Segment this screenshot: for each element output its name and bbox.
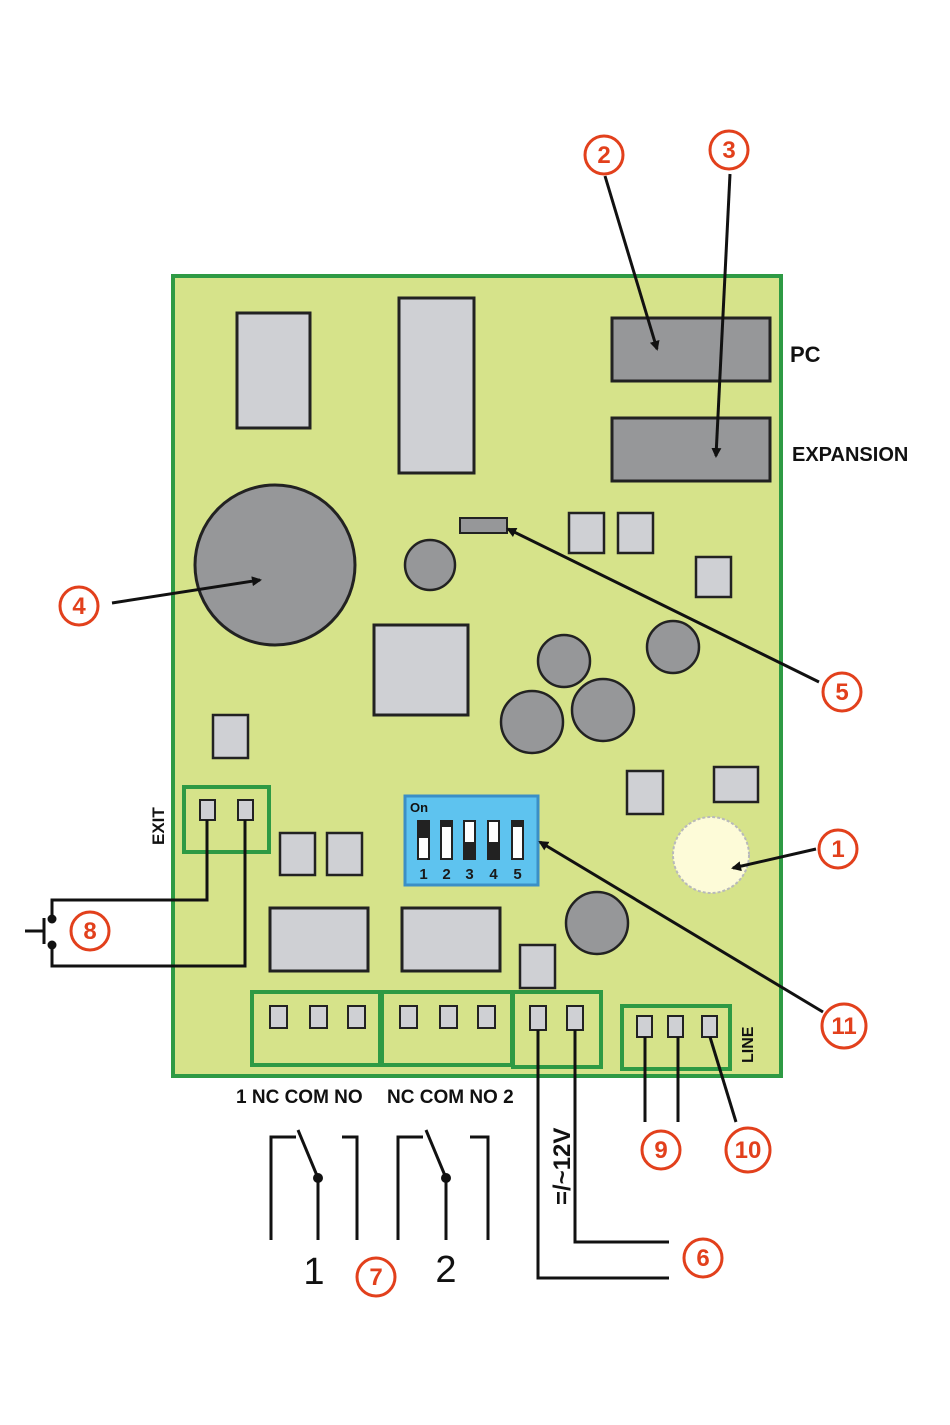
dip-number-3: 3	[465, 866, 473, 883]
callout-7: 7	[357, 1258, 395, 1296]
capacitor-b	[538, 635, 590, 687]
callout-10-number: 10	[735, 1137, 762, 1164]
relay-right	[402, 908, 500, 971]
pc-label: PC	[790, 342, 821, 367]
callout-2-number: 2	[597, 142, 610, 169]
relay2-contact	[398, 1130, 488, 1240]
exit-button-contact-top	[48, 915, 57, 924]
callout-6: 6	[684, 1239, 722, 1277]
callout-5-number: 5	[835, 679, 848, 706]
dip-on-label: On	[410, 800, 428, 815]
pc-connector	[612, 318, 770, 381]
jumper	[460, 518, 507, 533]
line-label: LINE	[740, 1026, 757, 1063]
dip-toggle-2	[441, 821, 452, 859]
buzzer	[195, 485, 355, 645]
exit-button-contact-bottom	[48, 941, 57, 950]
capacitor-d	[501, 691, 563, 753]
component-small-e	[627, 771, 663, 814]
relay2-terminals-label: NC COM NO 2	[387, 1087, 514, 1108]
callout-1: 1	[819, 830, 857, 868]
callout-3-number: 3	[722, 137, 735, 164]
callout-4-number: 4	[72, 593, 86, 620]
dip-toggle-1	[418, 821, 429, 859]
capacitor-a	[405, 540, 455, 590]
capacitor-c	[647, 621, 699, 673]
component-small-i	[520, 945, 555, 988]
component-small-c	[696, 557, 731, 597]
callout-6-number: 6	[696, 1245, 709, 1272]
callout-10: 10	[726, 1128, 770, 1172]
callout-7-number: 7	[369, 1264, 382, 1291]
component-small-g	[280, 833, 315, 875]
dip-toggle-4	[488, 821, 499, 859]
relay-left	[270, 908, 368, 971]
expansion-connector	[612, 418, 770, 481]
relay1-terminals-label: 1 NC COM NO	[236, 1087, 363, 1108]
chip-top-center	[399, 298, 474, 473]
dip-number-5: 5	[513, 866, 521, 883]
led	[673, 817, 749, 893]
dip-number-2: 2	[442, 866, 450, 883]
exit-label: EXIT	[149, 807, 168, 845]
power-label: =/~12V	[549, 1128, 576, 1205]
expansion-label: EXPANSION	[792, 444, 908, 466]
callout-3: 3	[710, 131, 748, 169]
capacitor-f	[566, 892, 628, 954]
callout-9: 9	[642, 1131, 680, 1169]
dip-switch: On 1 2 3 4 5	[405, 796, 538, 885]
callout-2: 2	[585, 136, 623, 174]
component-small-f	[714, 767, 758, 802]
dip-number-4: 4	[489, 866, 498, 883]
callout-11: 11	[822, 1004, 866, 1048]
chip-top-left	[237, 313, 310, 428]
capacitor-e	[572, 679, 634, 741]
callout-1-number: 1	[831, 836, 844, 863]
relay1-pivot	[313, 1173, 323, 1183]
component-small-d	[213, 715, 248, 758]
callout-11-number: 11	[831, 1013, 856, 1040]
callout-8: 8	[71, 912, 109, 950]
component-small-h	[327, 833, 362, 875]
callout-5: 5	[823, 673, 861, 711]
relay2-number: 2	[435, 1249, 456, 1291]
relay2-pivot	[441, 1173, 451, 1183]
component-small-b	[618, 513, 653, 553]
component-small-a	[569, 513, 604, 553]
dip-toggle-5	[512, 821, 523, 859]
callout-9-number: 9	[654, 1137, 667, 1164]
chip-center	[374, 625, 468, 715]
callout-4: 4	[60, 587, 98, 625]
dip-toggle-3	[464, 821, 475, 859]
callout-8-number: 8	[83, 918, 96, 945]
relay1-contact	[271, 1130, 357, 1240]
dip-number-1: 1	[419, 866, 427, 883]
relay1-number: 1	[303, 1251, 324, 1293]
